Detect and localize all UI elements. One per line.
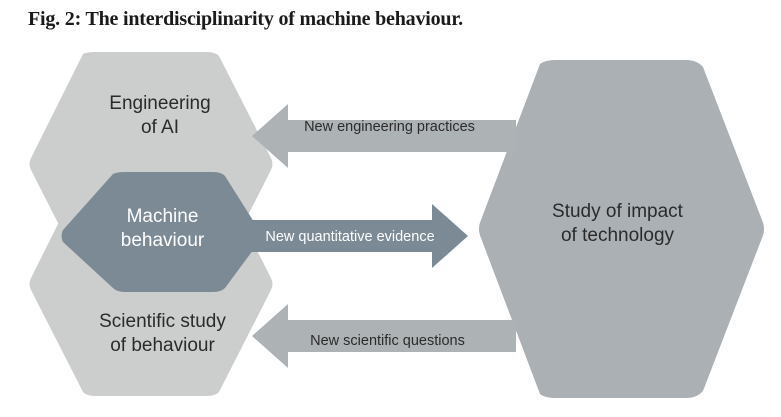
arrow-new-engineering-practices[interactable] <box>252 104 516 168</box>
diagram-canvas: Engineering of AI Machine behaviour Scie… <box>0 40 781 412</box>
hexagon-study-of-impact-of-technology[interactable] <box>479 60 764 398</box>
hexagon-machine-behaviour[interactable] <box>61 172 261 292</box>
diagram-svg <box>29 52 764 398</box>
arrow-new-quantitative-evidence[interactable] <box>205 204 468 268</box>
figure-title: Fig. 2: The interdisciplinarity of machi… <box>28 8 463 30</box>
arrow-new-scientific-questions[interactable] <box>252 304 516 368</box>
